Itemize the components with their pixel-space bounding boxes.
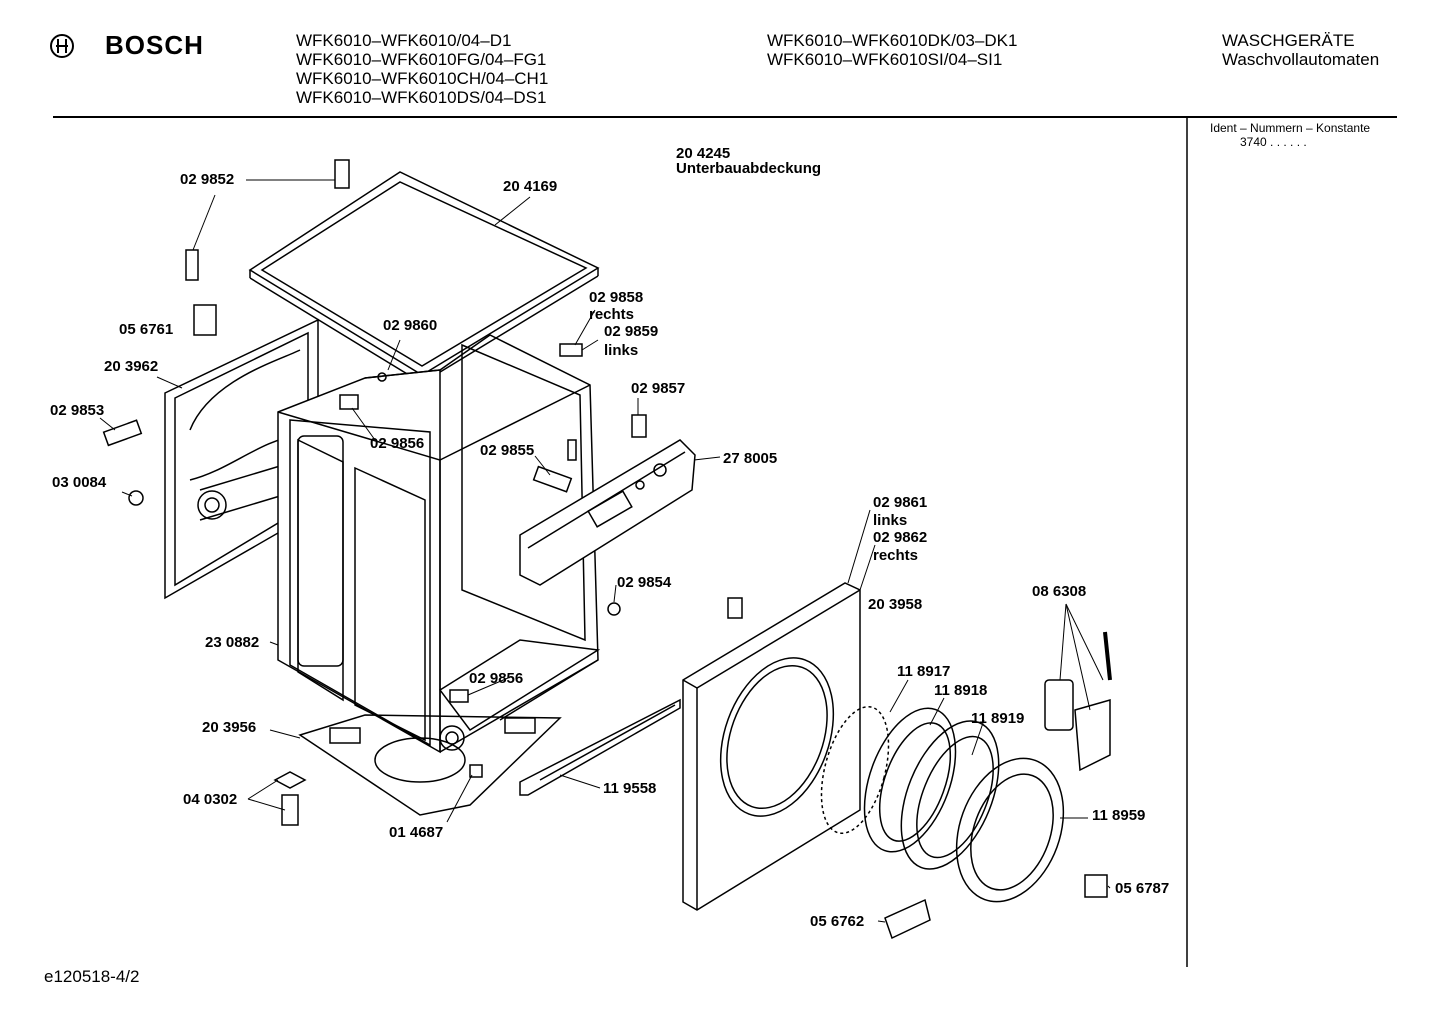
grommet-part	[607, 602, 621, 616]
part-label: 05 6762	[810, 913, 865, 930]
kick-strip-part	[519, 698, 681, 796]
model-line: WFK6010–WFK6010FG/04–FG1	[296, 50, 547, 69]
door-seal-ring-part	[820, 705, 890, 835]
category-line1: WASCHGERÄTE	[1222, 31, 1355, 50]
part-label: 02 9856	[469, 670, 524, 687]
part-label: 02 9858	[589, 289, 644, 306]
door-glass-part	[900, 720, 1000, 870]
bracket-part	[185, 249, 199, 281]
part-label: 02 9859	[604, 323, 659, 340]
part-label: 02 9861	[873, 494, 928, 511]
part-label: 08 6308	[1032, 583, 1087, 600]
control-panel-part	[519, 439, 696, 586]
clip-part	[339, 394, 359, 410]
switch-part	[193, 304, 217, 336]
category-line2: Waschvollautomaten	[1222, 50, 1380, 69]
model-list-2: WFK6010–WFK6010DK/03–DK1 WFK6010–WFK6010…	[767, 31, 1017, 69]
part-label: 02 9853	[50, 402, 105, 419]
part-label: rechts	[873, 547, 919, 564]
part-label: 11 8959	[1092, 807, 1146, 824]
model-line: WFK6010–WFK6010SI/04–SI1	[767, 50, 1003, 69]
part-label: 02 9857	[631, 380, 686, 397]
base-plate-part	[298, 714, 562, 816]
ident-value: 3740 . . . . . .	[1240, 135, 1307, 149]
hinge-part	[1044, 631, 1112, 772]
part-label: 23 0882	[205, 634, 260, 651]
bosch-logo-icon	[50, 34, 74, 58]
part-label: 11 8917	[897, 663, 951, 680]
model-list-1: WFK6010–WFK6010/04–D1 WFK6010–WFK6010FG/…	[296, 31, 548, 107]
part-label: 20 4169	[503, 178, 558, 195]
part-label: links	[604, 342, 639, 359]
clip-part	[469, 764, 483, 778]
clip-part	[559, 343, 583, 357]
part-label: 03 0084	[52, 474, 107, 491]
part-label: 20 3962	[104, 358, 159, 375]
part-label: 02 9860	[383, 317, 438, 334]
bracket-part	[727, 597, 743, 619]
cabinet-frame-part	[277, 334, 601, 754]
part-label: 02 9862	[873, 529, 928, 546]
part-label: 05 6761	[119, 321, 174, 338]
part-label: rechts	[589, 306, 635, 323]
part-label: 27 8005	[723, 450, 778, 467]
part-label: 11 8918	[934, 682, 988, 699]
bracket-part	[334, 159, 350, 189]
door-frame-inner-part	[863, 707, 957, 853]
clip-part	[102, 419, 143, 447]
part-label: 02 9856	[370, 435, 425, 452]
brand-name: BOSCH	[105, 30, 204, 60]
screw-part	[128, 490, 144, 506]
part-label: 11 9558	[603, 780, 657, 797]
part-label: links	[873, 512, 908, 529]
grommet-part	[377, 372, 387, 382]
top-cover-part	[248, 171, 600, 384]
part-label: 02 9855	[480, 442, 535, 459]
diagram-title-number: 20 4245	[676, 145, 731, 162]
model-line: WFK6010–WFK6010/04–D1	[296, 31, 512, 50]
nut-part	[273, 771, 307, 789]
part-label: 02 9852	[180, 171, 235, 188]
latch-part	[631, 414, 647, 438]
door-hook-part	[884, 898, 931, 940]
part-label: 02 9854	[617, 574, 672, 591]
part-label: 20 3956	[202, 719, 257, 736]
clip-part	[532, 465, 573, 493]
category: WASCHGERÄTE Waschvollautomaten	[1222, 31, 1379, 69]
clip-part	[449, 689, 469, 703]
model-line: WFK6010–WFK6010DK/03–DK1	[767, 31, 1018, 50]
part-label: 20 3958	[868, 596, 923, 613]
document-id: e120518-4/2	[44, 967, 140, 986]
ident-label: Ident – Nummern – Konstante	[1210, 121, 1371, 135]
model-line: WFK6010–WFK6010DS/04–DS1	[296, 88, 547, 107]
diagram-title-text: Unterbauabdeckung	[676, 160, 822, 177]
part-label: 01 4687	[389, 824, 444, 841]
door-outer-ring-part	[955, 757, 1065, 903]
front-panel-part	[682, 582, 861, 911]
foot-screw-part	[281, 794, 299, 826]
part-label: 05 6787	[1115, 880, 1170, 897]
model-line: WFK6010–WFK6010CH/04–CH1	[296, 69, 549, 88]
clip-part	[567, 439, 577, 461]
part-label: 11 8919	[971, 710, 1025, 727]
lock-part	[1084, 874, 1108, 898]
part-label: 04 0302	[183, 791, 238, 808]
